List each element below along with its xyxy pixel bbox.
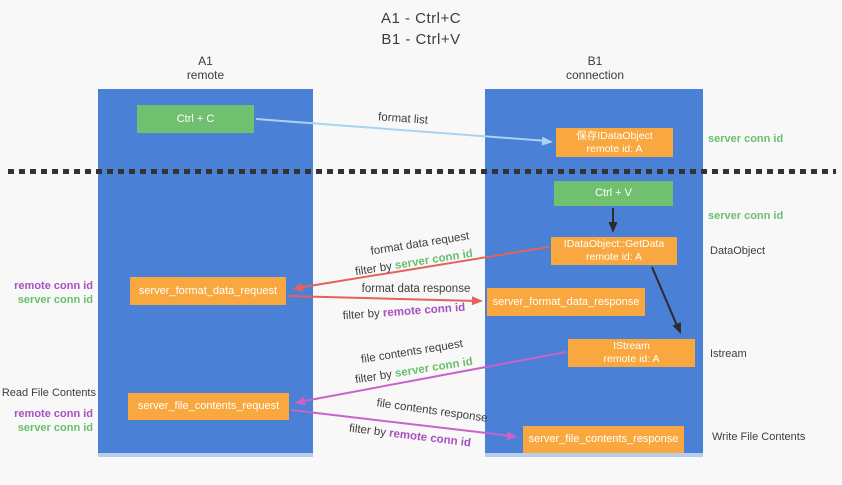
server-conn-id-text: server conn id xyxy=(394,355,474,380)
label-format-data-response: format data response xyxy=(361,283,471,295)
node-ctrl-v: Ctrl + V xyxy=(554,181,673,206)
left-conn-id-stack-2: remote conn id server conn id xyxy=(0,407,93,435)
node-istream-line2: remote id: A xyxy=(603,353,660,365)
node-server-format-data-response: server_format_data_response xyxy=(487,288,645,316)
node-idataobject-getdata-line1: IDataObject::GetData xyxy=(563,238,665,250)
node-server-file-contents-response: server_file_contents_response xyxy=(523,426,684,453)
label-write-file-contents: Write File Contents xyxy=(712,431,806,443)
format-data-response-arrow xyxy=(287,295,478,302)
node-idataobject-getdata: IDataObject::GetData remote id: A xyxy=(551,237,677,265)
node-server-file-contents-request: server_file_contents_request xyxy=(128,393,289,420)
label-server-conn-id-left-2: server conn id xyxy=(17,422,93,434)
title-line-1: A1 - Ctrl+C xyxy=(380,10,462,27)
label-read-file-contents: Read File Contents xyxy=(1,387,96,399)
left-column-header: A1 remote xyxy=(98,54,313,82)
right-column-header: B1 connection xyxy=(486,54,704,82)
filter-by-text: filter by xyxy=(342,307,381,323)
left-conn-id-stack-1: remote conn id server conn id xyxy=(0,279,93,307)
label-server-conn-id-left-1: server conn id xyxy=(17,294,93,306)
remote-conn-id-text: remote conn id xyxy=(388,427,472,450)
label-istream-side: Istream xyxy=(710,348,747,360)
node-server-format-data-request-label: server_format_data_request xyxy=(138,284,278,297)
right-column-name: B1 xyxy=(587,54,603,68)
label-remote-conn-id-left-2: remote conn id xyxy=(14,408,93,420)
node-server-format-data-request: server_format_data_request xyxy=(130,277,286,305)
right-column-subtitle: connection xyxy=(565,68,625,82)
node-istream: IStream remote id: A xyxy=(568,339,695,367)
node-server-file-contents-response-label: server_file_contents_response xyxy=(528,433,679,445)
label-server-conn-id-right-mid: server conn id xyxy=(708,210,784,222)
node-save-idataobject-line1: 保存IDataObject xyxy=(576,129,653,142)
node-ctrl-c: Ctrl + C xyxy=(137,105,254,133)
label-format-list: format list xyxy=(377,111,429,127)
node-save-idataobject: 保存IDataObject remote id: A xyxy=(556,128,673,157)
node-ctrl-c-label: Ctrl + C xyxy=(176,112,215,125)
diagram-title: A1 - Ctrl+C B1 - Ctrl+V xyxy=(0,8,842,50)
node-istream-line1: IStream xyxy=(613,340,650,352)
format-data-response-arrowhead xyxy=(471,296,483,306)
label-dataobject: DataObject xyxy=(710,245,766,257)
filter-by-text: filter by xyxy=(354,260,393,279)
node-idataobject-getdata-line2: remote id: A xyxy=(585,251,643,263)
label-server-conn-id-right-top: server conn id xyxy=(708,133,784,145)
title-line-2: B1 - Ctrl+V xyxy=(381,31,461,48)
node-ctrl-v-label: Ctrl + V xyxy=(595,187,632,199)
filter-by-text: filter by xyxy=(348,422,387,439)
node-save-idataobject-line2: remote id: A xyxy=(586,142,643,155)
label-remote-conn-id-left-1: remote conn id xyxy=(14,280,93,292)
left-column-subtitle: remote xyxy=(186,68,225,82)
label-filter-by-remote-conn-id-1: filter by remote conn id xyxy=(342,302,465,323)
label-file-contents-response: file contents response xyxy=(375,397,489,425)
dashed-separator xyxy=(8,169,836,174)
left-column-name: A1 xyxy=(198,54,213,68)
filter-by-text: filter by xyxy=(354,368,393,387)
node-server-format-data-response-label: server_format_data_response xyxy=(492,295,640,308)
label-filter-by-remote-conn-id-2: filter by remote conn id xyxy=(348,423,471,450)
remote-conn-id-text: remote conn id xyxy=(382,301,466,320)
node-server-file-contents-request-label: server_file_contents_request xyxy=(137,400,280,412)
